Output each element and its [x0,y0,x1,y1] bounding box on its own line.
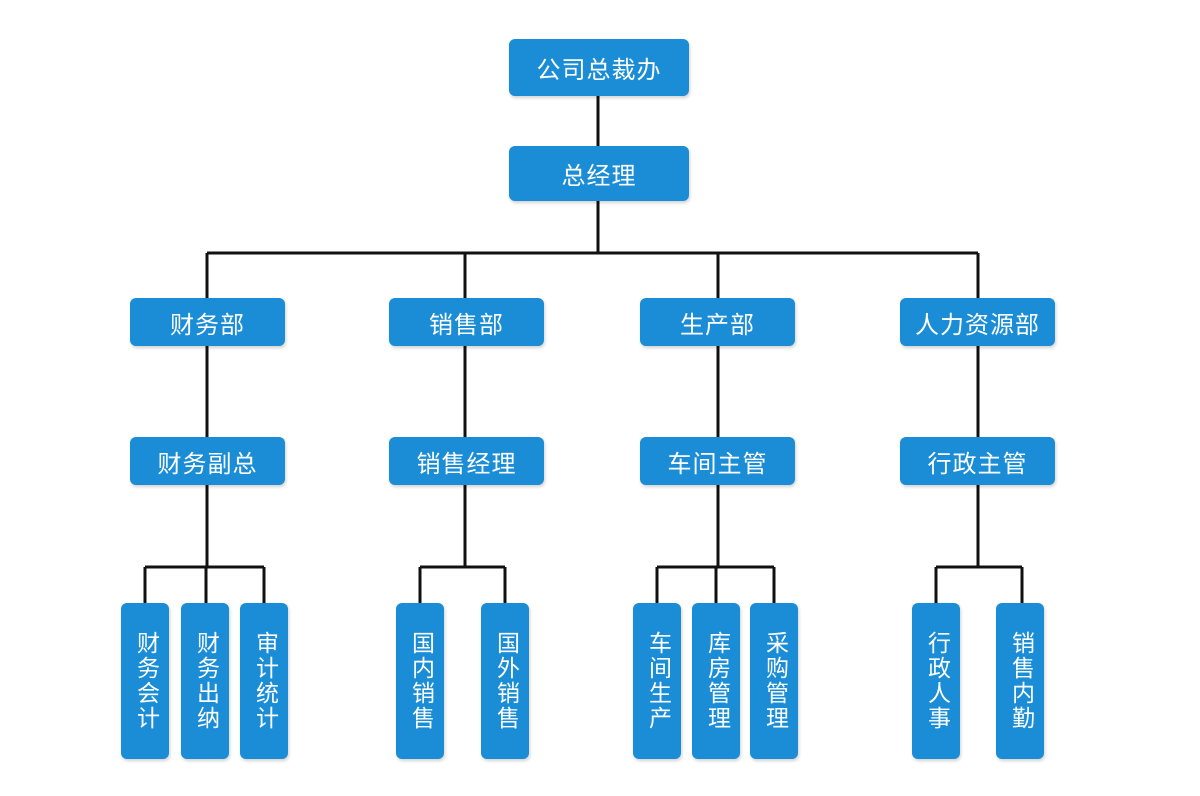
node-head-label: 车间主管 [667,449,768,478]
node-manager: 总经理 [509,146,689,201]
node-unit-label: 库房管理 [703,631,730,731]
node-unit: 财务出纳 [181,603,229,759]
node-head: 车间主管 [640,437,795,485]
node-top-label: 公司总裁办 [536,56,662,84]
node-unit: 财务会计 [121,603,169,759]
node-unit-label: 国外销售 [492,631,519,731]
node-department: 人力资源部 [900,298,1055,346]
node-department: 生产部 [640,298,795,346]
node-unit-label: 车间生产 [644,631,671,731]
node-head: 财务副总 [130,437,285,485]
node-unit-label: 销售内勤 [1007,631,1034,731]
node-unit: 国内销售 [396,603,444,759]
node-department-label: 生产部 [680,310,755,339]
node-unit-label: 审计统计 [251,631,278,731]
node-unit: 国外销售 [481,603,529,759]
node-unit-label: 财务出纳 [192,631,219,731]
node-unit: 车间生产 [633,603,681,759]
node-unit-label: 行政人事 [923,631,950,731]
node-head-label: 行政主管 [927,449,1028,478]
node-unit: 库房管理 [692,603,740,759]
node-unit-label: 采购管理 [761,631,788,731]
node-head: 销售经理 [389,437,544,485]
node-manager-label: 总经理 [561,162,637,190]
node-unit: 采购管理 [750,603,798,759]
node-department-label: 财务部 [170,310,245,339]
node-department-label: 人力资源部 [915,310,1040,339]
node-unit-label: 财务会计 [132,631,159,731]
node-department: 财务部 [130,298,285,346]
node-department-label: 销售部 [429,310,504,339]
node-unit-label: 国内销售 [407,631,434,731]
node-unit: 行政人事 [912,603,960,759]
node-unit: 销售内勤 [996,603,1044,759]
node-unit: 审计统计 [240,603,288,759]
node-head-label: 销售经理 [416,449,517,478]
node-top: 公司总裁办 [509,39,689,96]
node-department: 销售部 [389,298,544,346]
node-head: 行政主管 [900,437,1055,485]
node-head-label: 财务副总 [157,449,258,478]
